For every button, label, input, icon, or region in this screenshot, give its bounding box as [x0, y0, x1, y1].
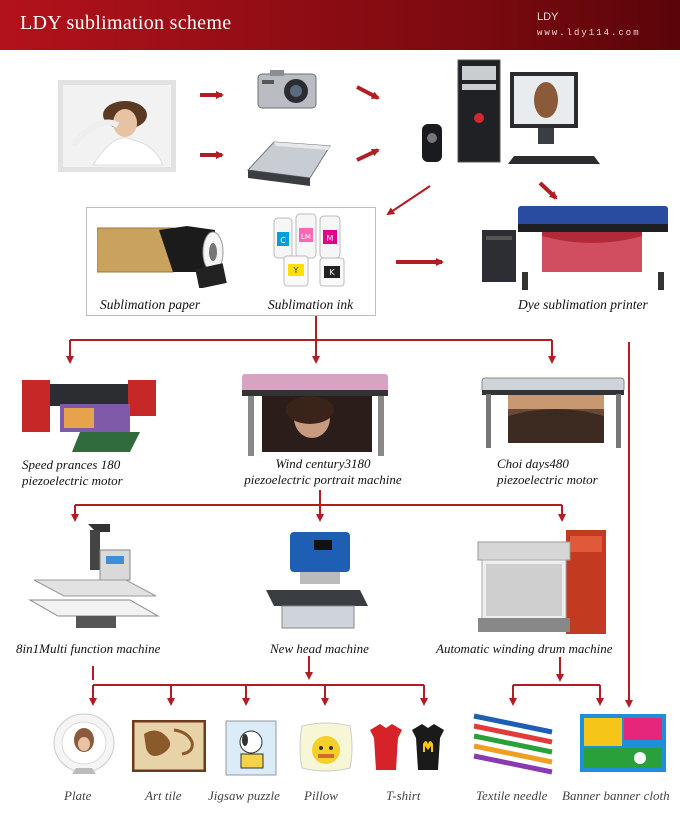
banner-cloth-image: [580, 714, 666, 772]
choi-days-printer-image: [480, 376, 626, 450]
product-label-t-shirt: T-shirt: [386, 788, 421, 803]
wind-century-line1: Wind century3180: [275, 456, 371, 471]
speed-prances-label: Speed prances 180 piezoelectric motor: [22, 457, 123, 489]
scanner-image: [244, 134, 332, 188]
arrow-pc-printer: [538, 181, 558, 200]
product-label-art-tile: Art tile: [145, 788, 182, 803]
brand-name: LDY: [537, 11, 559, 23]
speed-prances-printer-image: [20, 374, 160, 454]
plate-image: [50, 712, 118, 778]
ink-label-c: C: [280, 236, 286, 245]
textile-needle-image: [472, 710, 556, 776]
multi-function-press-image: [26, 520, 162, 632]
arrow-camera-pc: [356, 85, 380, 100]
arrow-scanner-pc: [356, 148, 380, 162]
speed-prances-line2: piezoelectric motor: [22, 473, 123, 488]
product-label-banner-cloth: Banner banner cloth: [562, 788, 670, 803]
arrow-pc-supplies: [386, 185, 431, 216]
ink-label-y: Y: [293, 266, 299, 275]
new-head-press-image: [260, 526, 372, 632]
sublimation-paper-label: Sublimation paper: [100, 297, 201, 312]
t-shirt-image: [366, 722, 452, 772]
sublimation-paper-image: [96, 222, 227, 289]
wind-century-label: Wind century3180 piezoelectric portrait …: [228, 456, 418, 488]
ink-label-k: K: [329, 268, 335, 277]
ink-label-lm: LM: [301, 233, 311, 241]
new-head-label: New head machine: [270, 641, 369, 656]
choi-days-line2: piezoelectric motor: [497, 472, 598, 487]
product-label-plate: Plate: [64, 788, 92, 803]
dye-sublimation-printer-label: Dye sublimation printer: [518, 297, 648, 312]
multi-function-label: 8in1Multi function machine: [16, 641, 161, 656]
jigsaw-puzzle-image: [225, 720, 277, 776]
winding-drum-label: Automatic winding drum machine: [436, 641, 613, 656]
header-banner: LDY sublimation scheme LDY www.ldy114.co…: [0, 0, 680, 50]
winding-drum-machine-image: [472, 526, 612, 636]
wind-century-printer-image: [240, 372, 390, 458]
brand-url: www.ldy114.com: [537, 28, 641, 38]
choi-days-line1: Choi days480: [497, 456, 569, 471]
speed-prances-line1: Speed prances 180: [22, 457, 121, 472]
desktop-computer-image: [418, 58, 604, 170]
art-tile-image: [131, 719, 207, 773]
product-label-textile-needle: Textile needle: [476, 788, 548, 803]
ink-label-m: M: [327, 234, 334, 243]
sublimation-ink-image: C LM M Y K: [270, 212, 362, 290]
wind-century-line2: piezoelectric portrait machine: [244, 472, 402, 487]
photo-portrait-image: [58, 80, 176, 172]
product-label-pillow: Pillow: [304, 788, 338, 803]
choi-days-label: Choi days480 piezoelectric motor: [497, 456, 598, 488]
dye-sublimation-printer-image: [482, 200, 670, 292]
pillow-image: [296, 718, 356, 776]
sublimation-ink-label: Sublimation ink: [268, 297, 354, 312]
page-title: LDY sublimation scheme: [20, 12, 232, 34]
product-label-jigsaw-puzzle: Jigsaw puzzle: [208, 788, 280, 803]
digital-camera-image: [256, 68, 318, 110]
